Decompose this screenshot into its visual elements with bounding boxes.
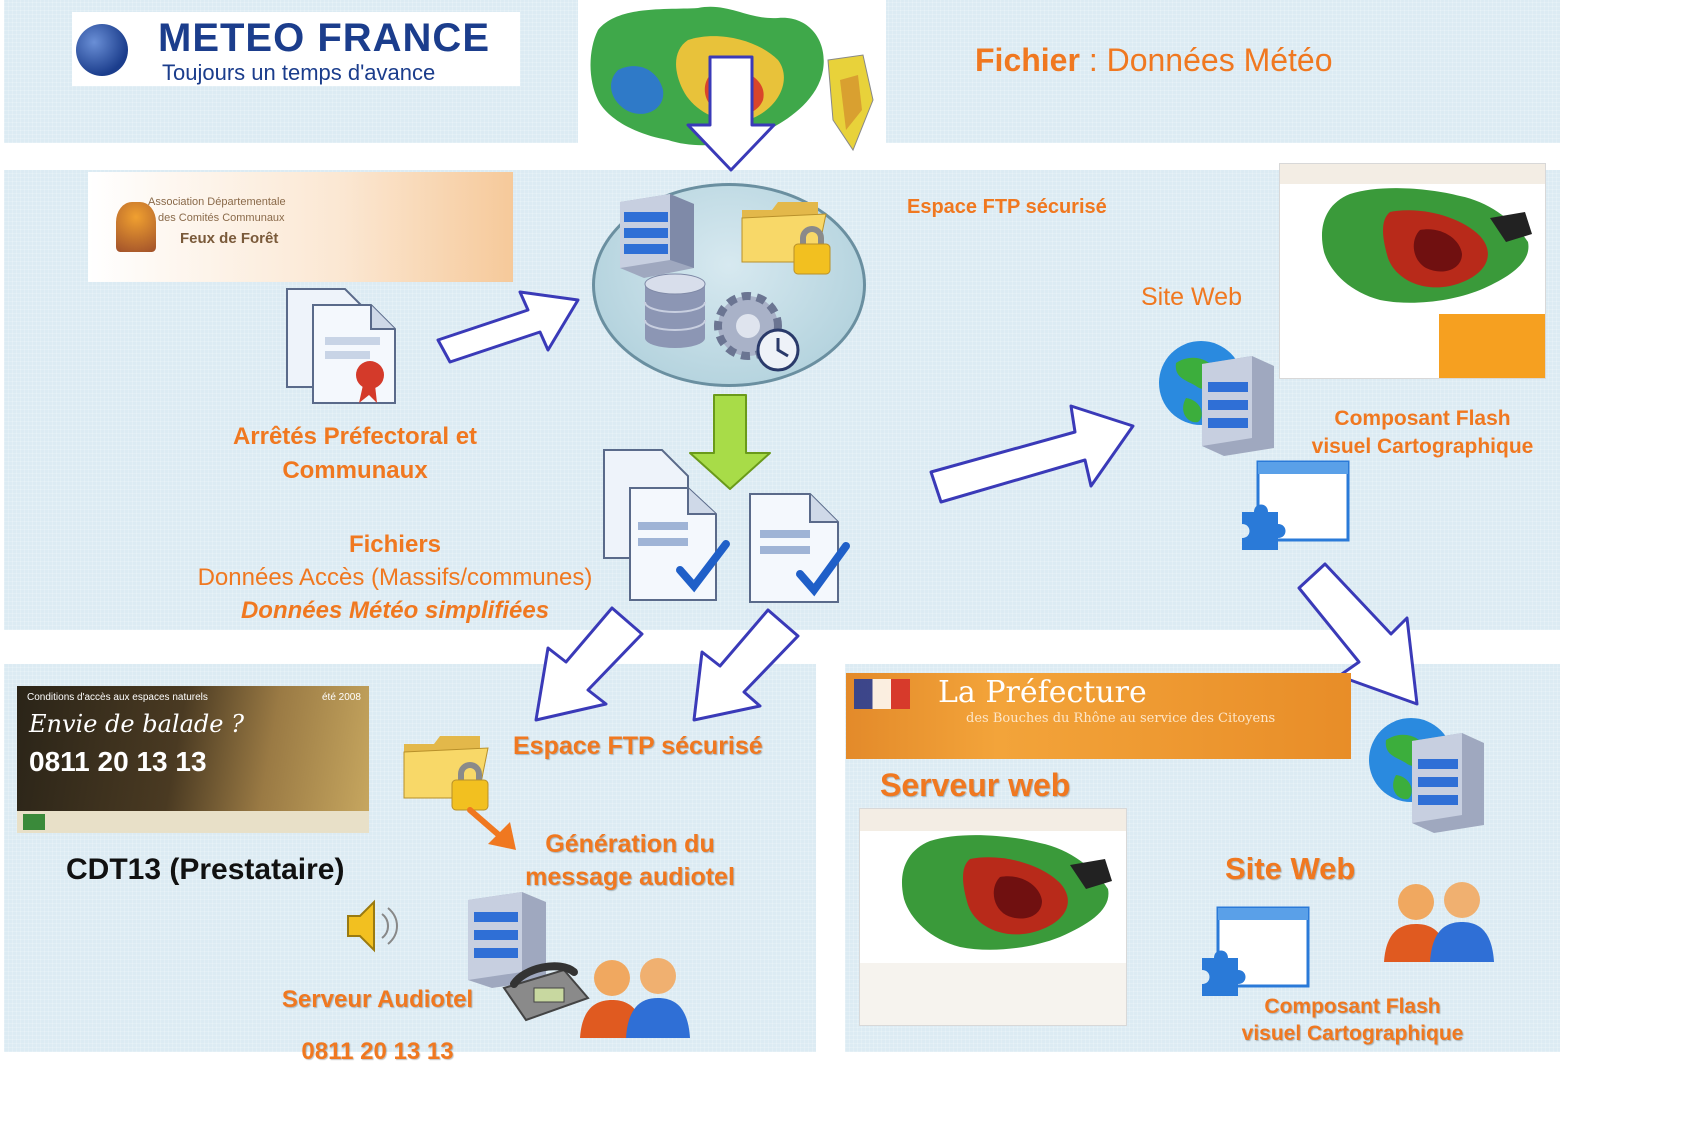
- flash-component-icon-top: [1242, 460, 1350, 550]
- flash-top-label: Composant Flash visuel Cartographique: [1300, 405, 1545, 461]
- prefecture-subtitle: des Bouches du Rhône au service des Cito…: [966, 711, 1276, 726]
- arrow-siteweb-to-prefecture: [1297, 562, 1419, 706]
- database-server-icon: [620, 194, 694, 278]
- web-map-thumbnail-top: [1279, 163, 1546, 379]
- generation-label: Génération du message audiotel: [495, 828, 765, 894]
- fichier-text: Données Météo: [1106, 42, 1333, 78]
- department-map-top: [1321, 188, 1532, 303]
- fichier-prefix: Fichier: [975, 42, 1080, 78]
- site-web-top-label: Site Web: [1141, 283, 1242, 311]
- association-logo-icon: [116, 202, 156, 252]
- meteo-france-logo: METEO FRANCE Toujours un temps d'avance: [72, 12, 520, 86]
- department-map-bottom: [901, 835, 1112, 950]
- association-line1: Association Départementale: [148, 196, 286, 208]
- web-map-thumbnail-bottom: [859, 808, 1127, 1026]
- meteo-brand: METEO FRANCE: [158, 16, 490, 60]
- panel-bottom-left: [4, 664, 816, 1052]
- site-web-bottom-label: Site Web: [1225, 851, 1356, 886]
- audiotel-server-phone-icon: [468, 892, 590, 1022]
- fichier-meteo-label: Fichier : Données Météo: [975, 42, 1333, 79]
- audiotel-label: Serveur Audiotel 0811 20 13 13: [255, 974, 500, 1078]
- arrow-ftp-to-files: [689, 394, 771, 490]
- prefecture-banner: La Préfecture des Bouches du Rhône au se…: [846, 673, 1351, 759]
- fichiers-title: Fichiers: [348, 531, 442, 558]
- fichiers-line1: Données Accès (Massifs/communes): [197, 564, 593, 591]
- meteo-globe-icon: [76, 24, 128, 76]
- locked-folder-icon: [741, 202, 831, 275]
- ftp-bottom-label: Espace FTP sécurisé: [513, 732, 763, 760]
- arrow-files-to-siteweb: [929, 404, 1135, 504]
- cdt-banner: Conditions d'accès aux espaces naturels …: [17, 686, 369, 833]
- generation-line1: Génération du: [545, 830, 715, 858]
- users-icon-right: [1384, 882, 1494, 962]
- association-banner: Association Départementale des Comités C…: [88, 172, 513, 282]
- association-line2: des Comités Communaux: [158, 212, 285, 224]
- cdt-sponsor-logo-icon: [23, 814, 45, 830]
- web-server-globe-icon-top: [1159, 341, 1274, 456]
- arrow-files-to-ftp-bottom-left: [534, 606, 644, 722]
- flash-top-line2: visuel Cartographique: [1311, 435, 1534, 458]
- arrow-ftp-to-generation: [467, 807, 516, 850]
- association-line3: Feux de Forêt: [180, 230, 279, 247]
- audiotel-phone: 0811 20 13 13: [301, 1038, 454, 1065]
- ftp-top-label: Espace FTP sécurisé: [907, 196, 1107, 218]
- cdt-banner-season: été 2008: [322, 692, 361, 703]
- arretes-line1: Arrêtés Préfectoral et: [232, 423, 478, 450]
- speaker-icon: [347, 899, 398, 953]
- checked-files-icon: [603, 449, 730, 601]
- gear-clock-icon: [714, 292, 800, 372]
- arrow-arretes-to-ftp: [436, 290, 580, 364]
- flash-top-line1: Composant Flash: [1334, 407, 1511, 430]
- locked-folder-icon-bottom: [403, 736, 489, 811]
- arretes-line2: Communaux: [282, 457, 428, 484]
- fichiers-line2: Données Météo simplifiées: [240, 597, 550, 624]
- users-icon: [580, 958, 690, 1038]
- meteo-tagline: Toujours un temps d'avance: [162, 60, 436, 85]
- fichier-separator: :: [1079, 42, 1107, 78]
- cdt-banner-tagline: Envie de balade ?: [29, 710, 244, 738]
- arrow-meteo-to-ftp: [686, 55, 776, 172]
- arretes-label: Arrêtés Préfectoral et Communaux: [195, 420, 515, 488]
- flash-bottom-line1: Composant Flash: [1264, 995, 1441, 1018]
- certificate-documents-icon: [286, 288, 396, 404]
- prefecture-title: La Préfecture: [938, 675, 1147, 710]
- checked-file-icon: [749, 493, 850, 603]
- web-server-globe-icon-bottom: [1369, 718, 1484, 833]
- prefecture-flag-icon: [854, 679, 910, 709]
- cdt-banner-header: Conditions d'accès aux espaces naturels: [27, 692, 208, 703]
- flash-bottom-line2: visuel Cartographique: [1241, 1022, 1464, 1045]
- flash-bottom-label: Composant Flash visuel Cartographique: [1225, 993, 1480, 1047]
- flash-component-icon-bottom: [1202, 906, 1310, 996]
- generation-line2: message audiotel: [525, 863, 735, 891]
- fichiers-label: Fichiers Données Accès (Massifs/communes…: [160, 528, 630, 627]
- arrow-files-to-ftp-bottom-right: [692, 608, 800, 722]
- cdt-banner-phone: 0811 20 13 13: [29, 746, 207, 777]
- serveur-web-label: Serveur web: [880, 767, 1071, 803]
- cdt-label: CDT13 (Prestataire): [66, 853, 345, 886]
- database-icon: [644, 273, 706, 348]
- audiotel-label-text: Serveur Audiotel: [281, 986, 474, 1013]
